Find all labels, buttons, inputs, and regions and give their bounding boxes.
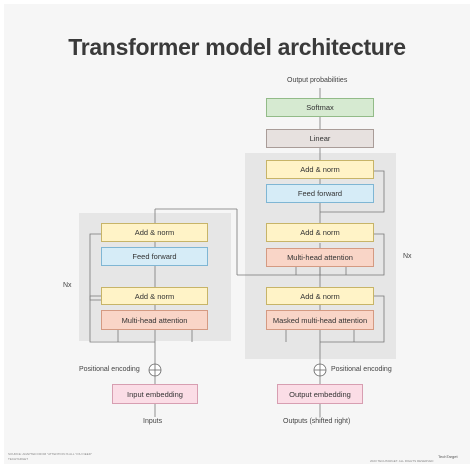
encoder-input-embedding: Input embedding — [112, 384, 198, 404]
decoder-positional-label: Positional encoding — [331, 366, 392, 373]
decoder-masked-multi-head-attention: Masked multi-head attention — [266, 310, 374, 330]
decoder-output-embedding: Output embedding — [277, 384, 363, 404]
decoder-feed-forward: Feed forward — [266, 184, 374, 203]
decoder-multi-head-attention: Multi-head attention — [266, 248, 374, 267]
decoder-repeat-label: Nx — [403, 253, 412, 260]
encoder-inputs-label: Inputs — [143, 418, 163, 425]
decoder-linear: Linear — [266, 129, 374, 148]
diagram-title: Transformer model architecture — [68, 34, 406, 60]
encoder-repeat-label: Nx — [63, 282, 72, 289]
decoder-add-norm-middle: Add & norm — [266, 223, 374, 242]
encoder-multi-head-attention: Multi-head attention — [101, 310, 208, 330]
decoder-softmax: Softmax — [266, 98, 374, 117]
decoder-outputs-label: Outputs (shifted right) — [283, 418, 351, 425]
encoder-positional-label: Positional encoding — [79, 366, 140, 373]
decoder-output-label: Output probabilities — [287, 77, 348, 84]
decoder-add-norm-bottom: Add & norm — [266, 287, 374, 305]
footer-credit-1: SOURCE: ADAPTED FROM "ATTENTION IS ALL Y… — [8, 452, 92, 456]
encoder-add-norm-top: Add & norm — [101, 223, 208, 242]
decoder-add-norm-top: Add & norm — [266, 160, 374, 179]
footer-credit-2: TECHTARGET — [8, 457, 29, 461]
footer-copyright: 2023 TECHTARGET. ALL RIGHTS RESERVED — [370, 459, 434, 463]
encoder-add-norm-bottom: Add & norm — [101, 287, 208, 305]
techtarget-logo: TechTarget — [438, 454, 458, 459]
encoder-feed-forward: Feed forward — [101, 247, 208, 266]
